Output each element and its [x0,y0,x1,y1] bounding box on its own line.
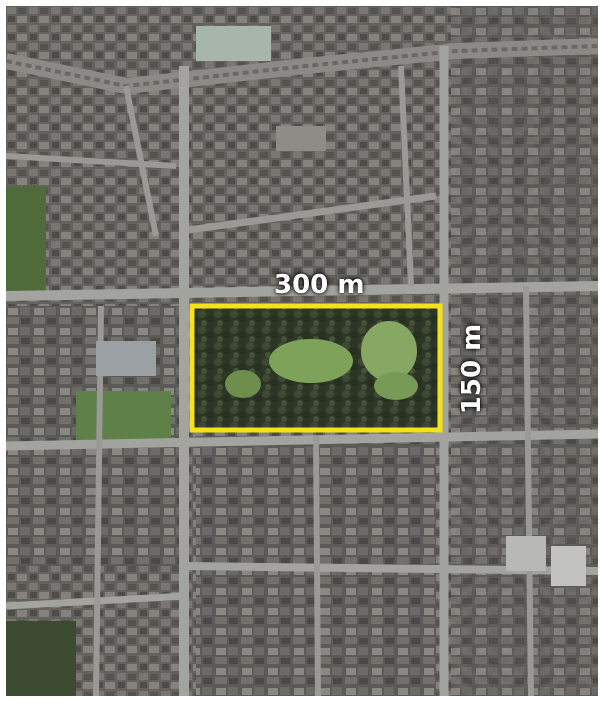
green-area [76,391,171,446]
green-area [6,621,76,696]
map-imagery [6,6,598,696]
green-area [6,186,46,296]
height-label: 150 m [457,323,487,415]
highlight-rectangle [189,303,443,433]
width-label: 300 m [274,270,365,300]
park [192,306,440,430]
satellite-map: 300 m 150 m [6,6,598,696]
